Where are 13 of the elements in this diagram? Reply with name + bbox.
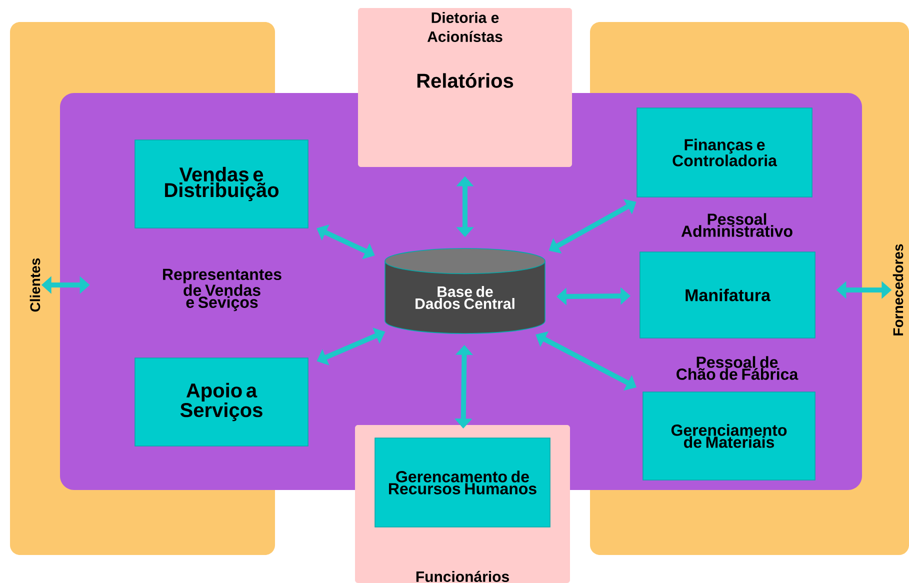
group-label: Pessoal de Chão de Fábrica bbox=[676, 356, 798, 380]
module-box: Finanças e Controladoria bbox=[636, 108, 812, 198]
module-box: Vendas e Distribuição bbox=[134, 140, 308, 228]
group-box: Dietoria e Acionístas Relatórios bbox=[358, 8, 572, 167]
module-box: Apoio a Serviços bbox=[134, 358, 308, 446]
module-box: Gerenciamento de Materiais bbox=[642, 392, 816, 480]
module-box: Gerencamento de Recursos Humanos bbox=[374, 438, 550, 528]
side-label: Fornecedores bbox=[892, 244, 904, 336]
group-label: Pessoal Administrativo bbox=[681, 213, 792, 237]
database-cylinder: Base de Dados Central bbox=[384, 248, 546, 334]
module-box: Manifatura bbox=[640, 252, 816, 338]
side-label: Clientes bbox=[30, 258, 40, 312]
group-label: Representantes de Vendas e Seviços bbox=[163, 268, 282, 312]
